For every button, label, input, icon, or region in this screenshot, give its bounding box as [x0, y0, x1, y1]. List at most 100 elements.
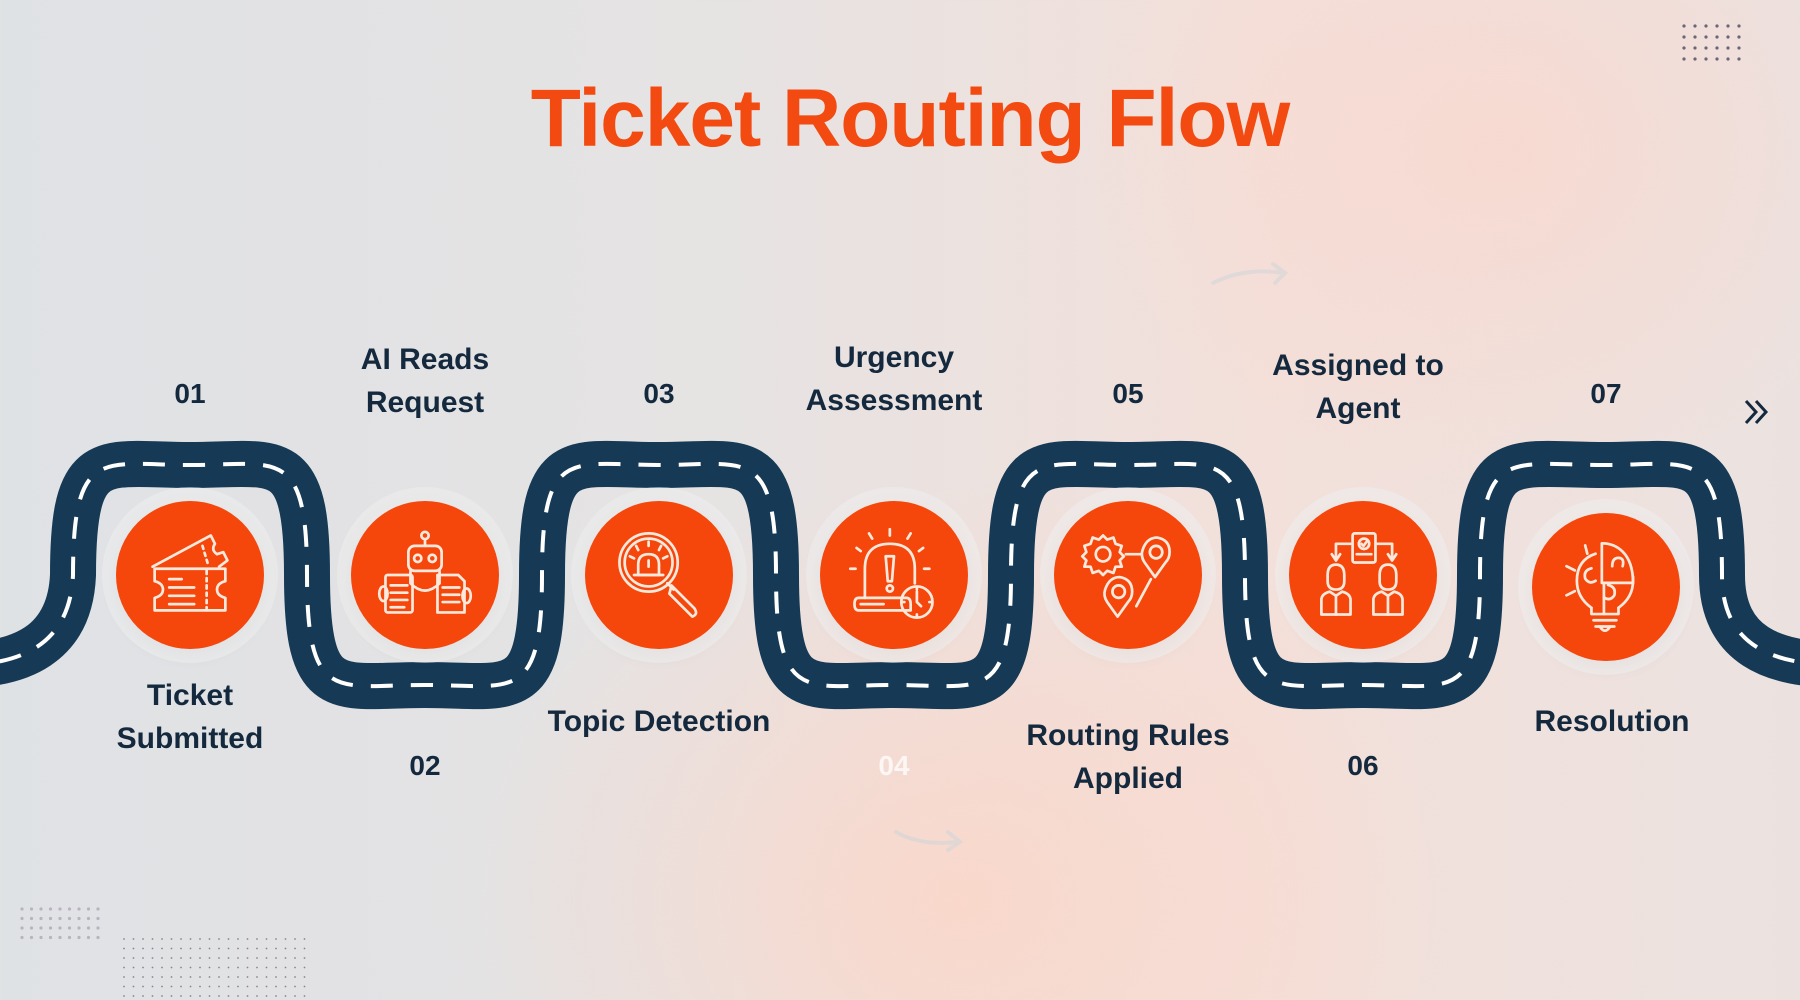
- decor-dot: [161, 947, 163, 950]
- decor-dot: [58, 926, 62, 930]
- decor-dot: [170, 947, 173, 950]
- gear-location-route-icon: [1076, 523, 1180, 627]
- decor-dot: [294, 938, 296, 940]
- decor-dot: [284, 957, 287, 959]
- decor-dot: [1715, 57, 1719, 61]
- decor-dot: [170, 995, 173, 997]
- decor-dot: [161, 966, 163, 969]
- decor-dot: [189, 976, 192, 978]
- decor-dot: [29, 935, 34, 940]
- decor-dot: [227, 985, 230, 988]
- decor-dot: [1704, 24, 1708, 28]
- decor-dot: [256, 947, 258, 950]
- decor-dot: [208, 995, 211, 997]
- decor-dot: [132, 976, 135, 978]
- decor-dot: [29, 926, 34, 930]
- decor-dot: [303, 947, 306, 950]
- magnifier-alarm-icon: [607, 523, 711, 627]
- decor-dot: [151, 957, 154, 959]
- double-chevron-right-icon[interactable]: [1740, 395, 1774, 429]
- decor-dot: [142, 938, 144, 940]
- step-05-icon-circle: [1054, 501, 1202, 649]
- step-label: Urgency Assessment: [805, 341, 983, 417]
- decor-dot: [218, 947, 220, 950]
- decor-dot: [294, 976, 296, 978]
- decor-dot: [132, 938, 135, 940]
- decor-dot: [142, 947, 144, 950]
- decor-dot: [180, 966, 182, 969]
- decor-dot: [256, 995, 258, 997]
- decor-dot: [208, 938, 211, 940]
- step-number: 05: [1112, 378, 1144, 409]
- decor-dot: [218, 985, 220, 988]
- decor-dot: [1737, 24, 1741, 28]
- decor-dot: [256, 938, 258, 940]
- decor-dot: [246, 957, 249, 959]
- decor-dot: [218, 966, 220, 969]
- decor-dot: [161, 957, 163, 959]
- decor-dot: [142, 966, 144, 969]
- step-label: Assigned to Agent: [1272, 349, 1444, 425]
- decor-dot: [67, 926, 72, 930]
- decor-dot: [142, 985, 144, 988]
- decor-dot: [1682, 57, 1686, 61]
- decor-dot: [48, 926, 53, 930]
- decor-dot: [227, 957, 230, 959]
- decor-dot: [132, 947, 135, 950]
- decor-dot: [199, 938, 201, 940]
- decor-dot: [294, 957, 296, 959]
- decor-dot: [123, 947, 125, 950]
- decor-dot: [29, 916, 34, 921]
- decor-dot: [1693, 35, 1697, 39]
- decor-dot: [39, 926, 43, 930]
- decor-dot: [1704, 46, 1708, 50]
- decor-dot: [284, 976, 287, 978]
- decor-dot: [246, 938, 249, 940]
- decor-dot: [58, 907, 62, 911]
- decor-dot: [303, 976, 306, 978]
- decor-dot: [39, 907, 43, 911]
- decor-dot: [180, 957, 182, 959]
- decor-dot: [161, 938, 163, 940]
- decor-dot: [275, 966, 277, 969]
- step-number: 01: [174, 378, 206, 409]
- decor-dot: [208, 957, 211, 959]
- decor-dot: [237, 947, 239, 950]
- decor-dot: [303, 957, 306, 959]
- decor-dot: [123, 976, 125, 978]
- decor-dot: [246, 995, 249, 997]
- decor-dot: [294, 966, 296, 969]
- decorative-arrow-top: [1211, 262, 1289, 285]
- decor-dot: [151, 985, 154, 988]
- decorative-arrow-bottom: [894, 830, 964, 852]
- decor-dot: [265, 966, 268, 969]
- decor-dot: [96, 916, 100, 921]
- decor-dot: [170, 966, 173, 969]
- decor-dot: [1726, 35, 1730, 39]
- decor-dot: [275, 985, 277, 988]
- decor-dot: [265, 976, 268, 978]
- decor-dot: [246, 947, 249, 950]
- step-number: 03: [643, 378, 675, 409]
- decor-dot: [265, 985, 268, 988]
- decor-dot: [132, 995, 135, 997]
- step-number: 06: [1347, 750, 1379, 781]
- decor-dot: [86, 926, 91, 930]
- decor-dot: [1715, 46, 1719, 50]
- decor-dot: [170, 938, 173, 940]
- decor-dot: [199, 957, 201, 959]
- decor-dot: [29, 907, 34, 911]
- road-surface: [0, 440, 1800, 710]
- decor-dot: [151, 976, 154, 978]
- decor-dot: [180, 976, 182, 978]
- decor-dot: [189, 938, 192, 940]
- decor-dot: [67, 935, 72, 940]
- step-label: AI Reads Request: [360, 343, 490, 419]
- decor-dot: [208, 966, 211, 969]
- decor-dot: [227, 938, 230, 940]
- decor-dot: [218, 976, 220, 978]
- decor-dot: [48, 907, 53, 911]
- decor-dot: [246, 985, 249, 988]
- decor-dot: [86, 916, 91, 921]
- decor-dot: [237, 938, 239, 940]
